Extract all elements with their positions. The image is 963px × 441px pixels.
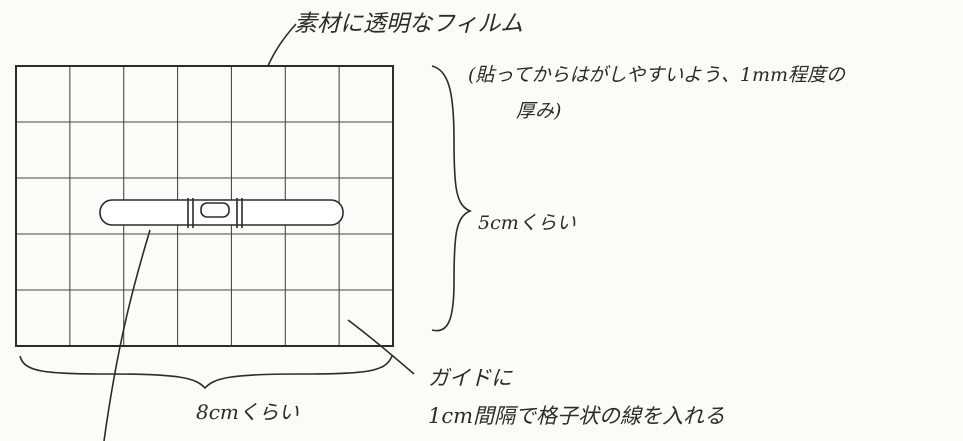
guide-note-line2: 1cm間隔で格子状の線を入れる	[428, 404, 726, 428]
level-vial	[99, 198, 344, 228]
height-dimension-label: 5cmくらい	[478, 212, 576, 234]
guide-note-line1: ガイドに	[428, 366, 512, 390]
material-leader-line	[267, 23, 297, 67]
level-bubble	[200, 202, 230, 218]
material-note: 素材に透明なフィルム	[294, 11, 524, 37]
width-dimension-label: 8cmくらい	[196, 400, 299, 424]
film-outline	[15, 65, 394, 347]
guide-leader-line	[347, 319, 415, 375]
thickness-note-line2: 厚み)	[516, 100, 562, 122]
width-brace	[19, 355, 393, 390]
thickness-note-line1: (貼ってからはがしやすいよう、1mm程度の	[468, 64, 846, 86]
vial-leader-line	[103, 229, 151, 441]
height-brace	[431, 65, 473, 332]
